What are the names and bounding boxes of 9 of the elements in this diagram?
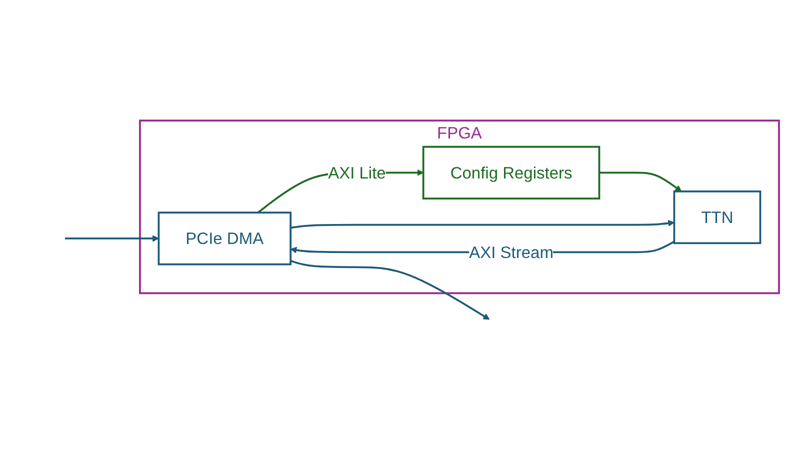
arrow (599, 172, 682, 192)
arrow (290, 260, 490, 320)
edge-label: AXI Stream (469, 242, 554, 262)
node-box: TTN (673, 190, 762, 244)
node-box: PCIe DMA (158, 212, 292, 266)
edge-label: AXI Lite (328, 163, 386, 182)
arrow (290, 220, 675, 229)
arrow (64, 235, 159, 242)
node-box: Config Registers (422, 146, 600, 200)
